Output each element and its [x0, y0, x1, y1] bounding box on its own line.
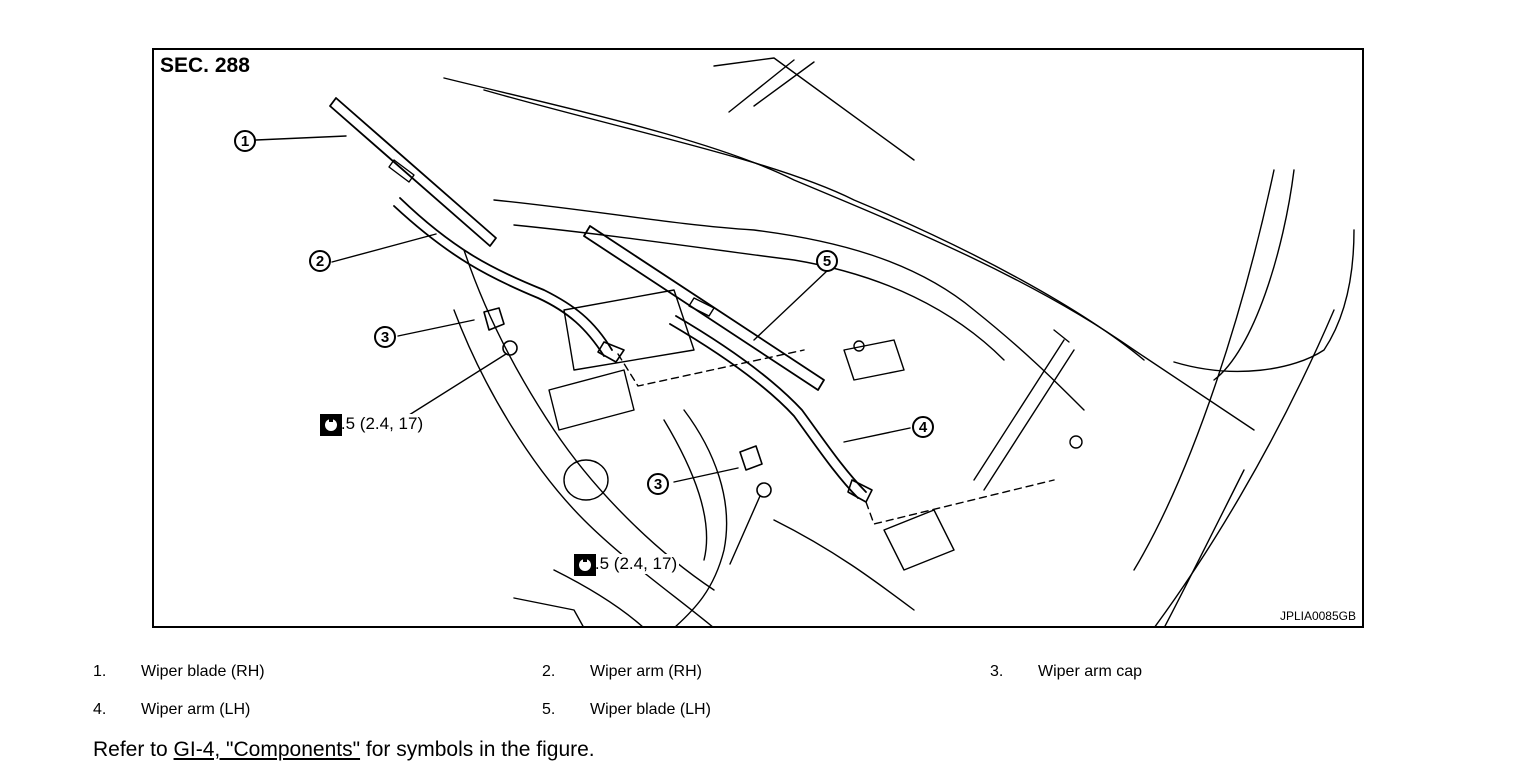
legend-item-2: 2.	[542, 663, 555, 681]
torque-spec-upper: 23.5 (2.4, 17)	[320, 414, 426, 436]
wiper-diagram: SEC. 288 JPLIA0085GB 1 2 3 3 4 5 23.5 (2…	[152, 48, 1364, 628]
torque-spec-lower: 23.5 (2.4, 17)	[574, 554, 680, 576]
legend-number: 1.	[93, 663, 107, 680]
wiper-illustration	[255, 57, 1355, 626]
legend-number: 5.	[542, 701, 556, 718]
legend-item-1: 1.	[93, 663, 106, 681]
legend-label-1: Wiper blade (RH)	[141, 663, 265, 680]
legend-number: 3.	[990, 663, 1004, 680]
torque-value: 23.5 (2.4, 17)	[576, 554, 678, 573]
callout-3-upper: 3	[374, 326, 396, 348]
callout-1: 1	[234, 130, 256, 152]
legend-label-3: Wiper arm cap	[1038, 663, 1143, 680]
legend-item-5: 5.	[542, 701, 555, 719]
torque-wrench-icon	[574, 554, 596, 576]
reference-suffix: for symbols in the figure.	[360, 738, 595, 761]
torque-value: 23.5 (2.4, 17)	[322, 414, 424, 433]
legend-label-4: Wiper arm (LH)	[141, 701, 251, 718]
figure-id: JPLIA0085GB	[1279, 609, 1356, 623]
callout-4: 4	[912, 416, 934, 438]
legend-number: 2.	[542, 663, 556, 680]
components-link[interactable]: GI-4, "Components"	[173, 738, 361, 761]
legend-number: 4.	[93, 701, 107, 718]
torque-wrench-icon	[320, 414, 342, 436]
reference-prefix: Refer to	[93, 738, 174, 761]
legend-label-2: Wiper arm (RH)	[590, 663, 702, 680]
callout-5: 5	[816, 250, 838, 272]
section-label: SEC. 288	[160, 54, 250, 77]
legend-item-4: 4.	[93, 701, 106, 719]
legend-item-3: 3.	[990, 663, 1003, 681]
callout-3-lower: 3	[647, 473, 669, 495]
reference-note: Refer to GI-4, "Components" for symbols …	[93, 738, 595, 762]
callout-2: 2	[309, 250, 331, 272]
legend-label-5: Wiper blade (LH)	[590, 701, 711, 718]
